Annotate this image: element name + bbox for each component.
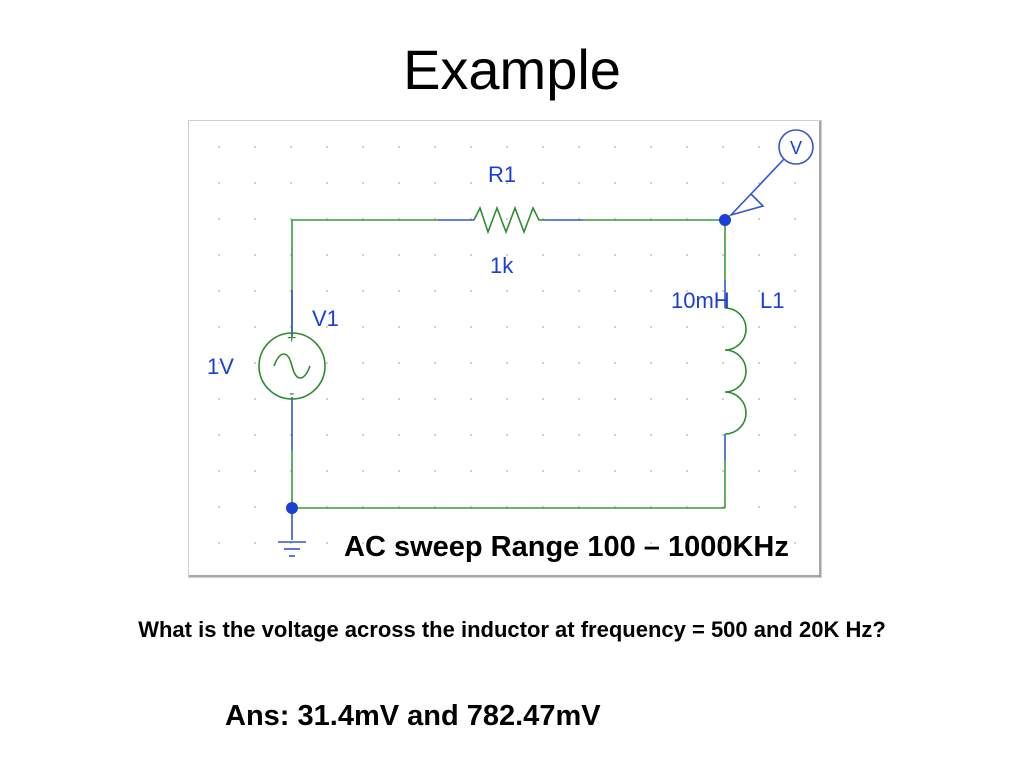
probe-label: V xyxy=(790,138,802,158)
source-plus-sign: + xyxy=(287,330,296,347)
node-bottom-left xyxy=(286,502,298,514)
circuit-schematic: R1 1k 10mH L1 + - V1 1V V AC sweep Range… xyxy=(188,120,822,578)
resistor-value-label: 1k xyxy=(490,253,514,278)
voltage-probe-icon xyxy=(728,129,814,217)
inductor-symbol xyxy=(724,307,747,435)
ground-icon xyxy=(278,541,306,557)
resistor-ref-label: R1 xyxy=(488,162,516,187)
source-minus-sign: - xyxy=(289,385,294,402)
source-ref-label: V1 xyxy=(312,306,339,331)
sine-wave-icon xyxy=(273,353,311,379)
grid-dots xyxy=(189,121,821,577)
question-text: What is the voltage across the inductor … xyxy=(138,617,886,642)
source-value-label: 1V xyxy=(207,354,234,379)
answer-text: Ans: 31.4mV and 782.47mV xyxy=(225,700,601,732)
inductor-ref-label: L1 xyxy=(760,288,784,313)
slide-title: Example xyxy=(403,38,621,101)
voltage-source-symbol xyxy=(258,332,326,400)
inductor-value-label: 10mH xyxy=(671,288,730,313)
sweep-note: AC sweep Range 100 – 1000KHz xyxy=(344,531,789,563)
node-top-right xyxy=(719,214,731,226)
resistor-symbol xyxy=(473,205,545,235)
